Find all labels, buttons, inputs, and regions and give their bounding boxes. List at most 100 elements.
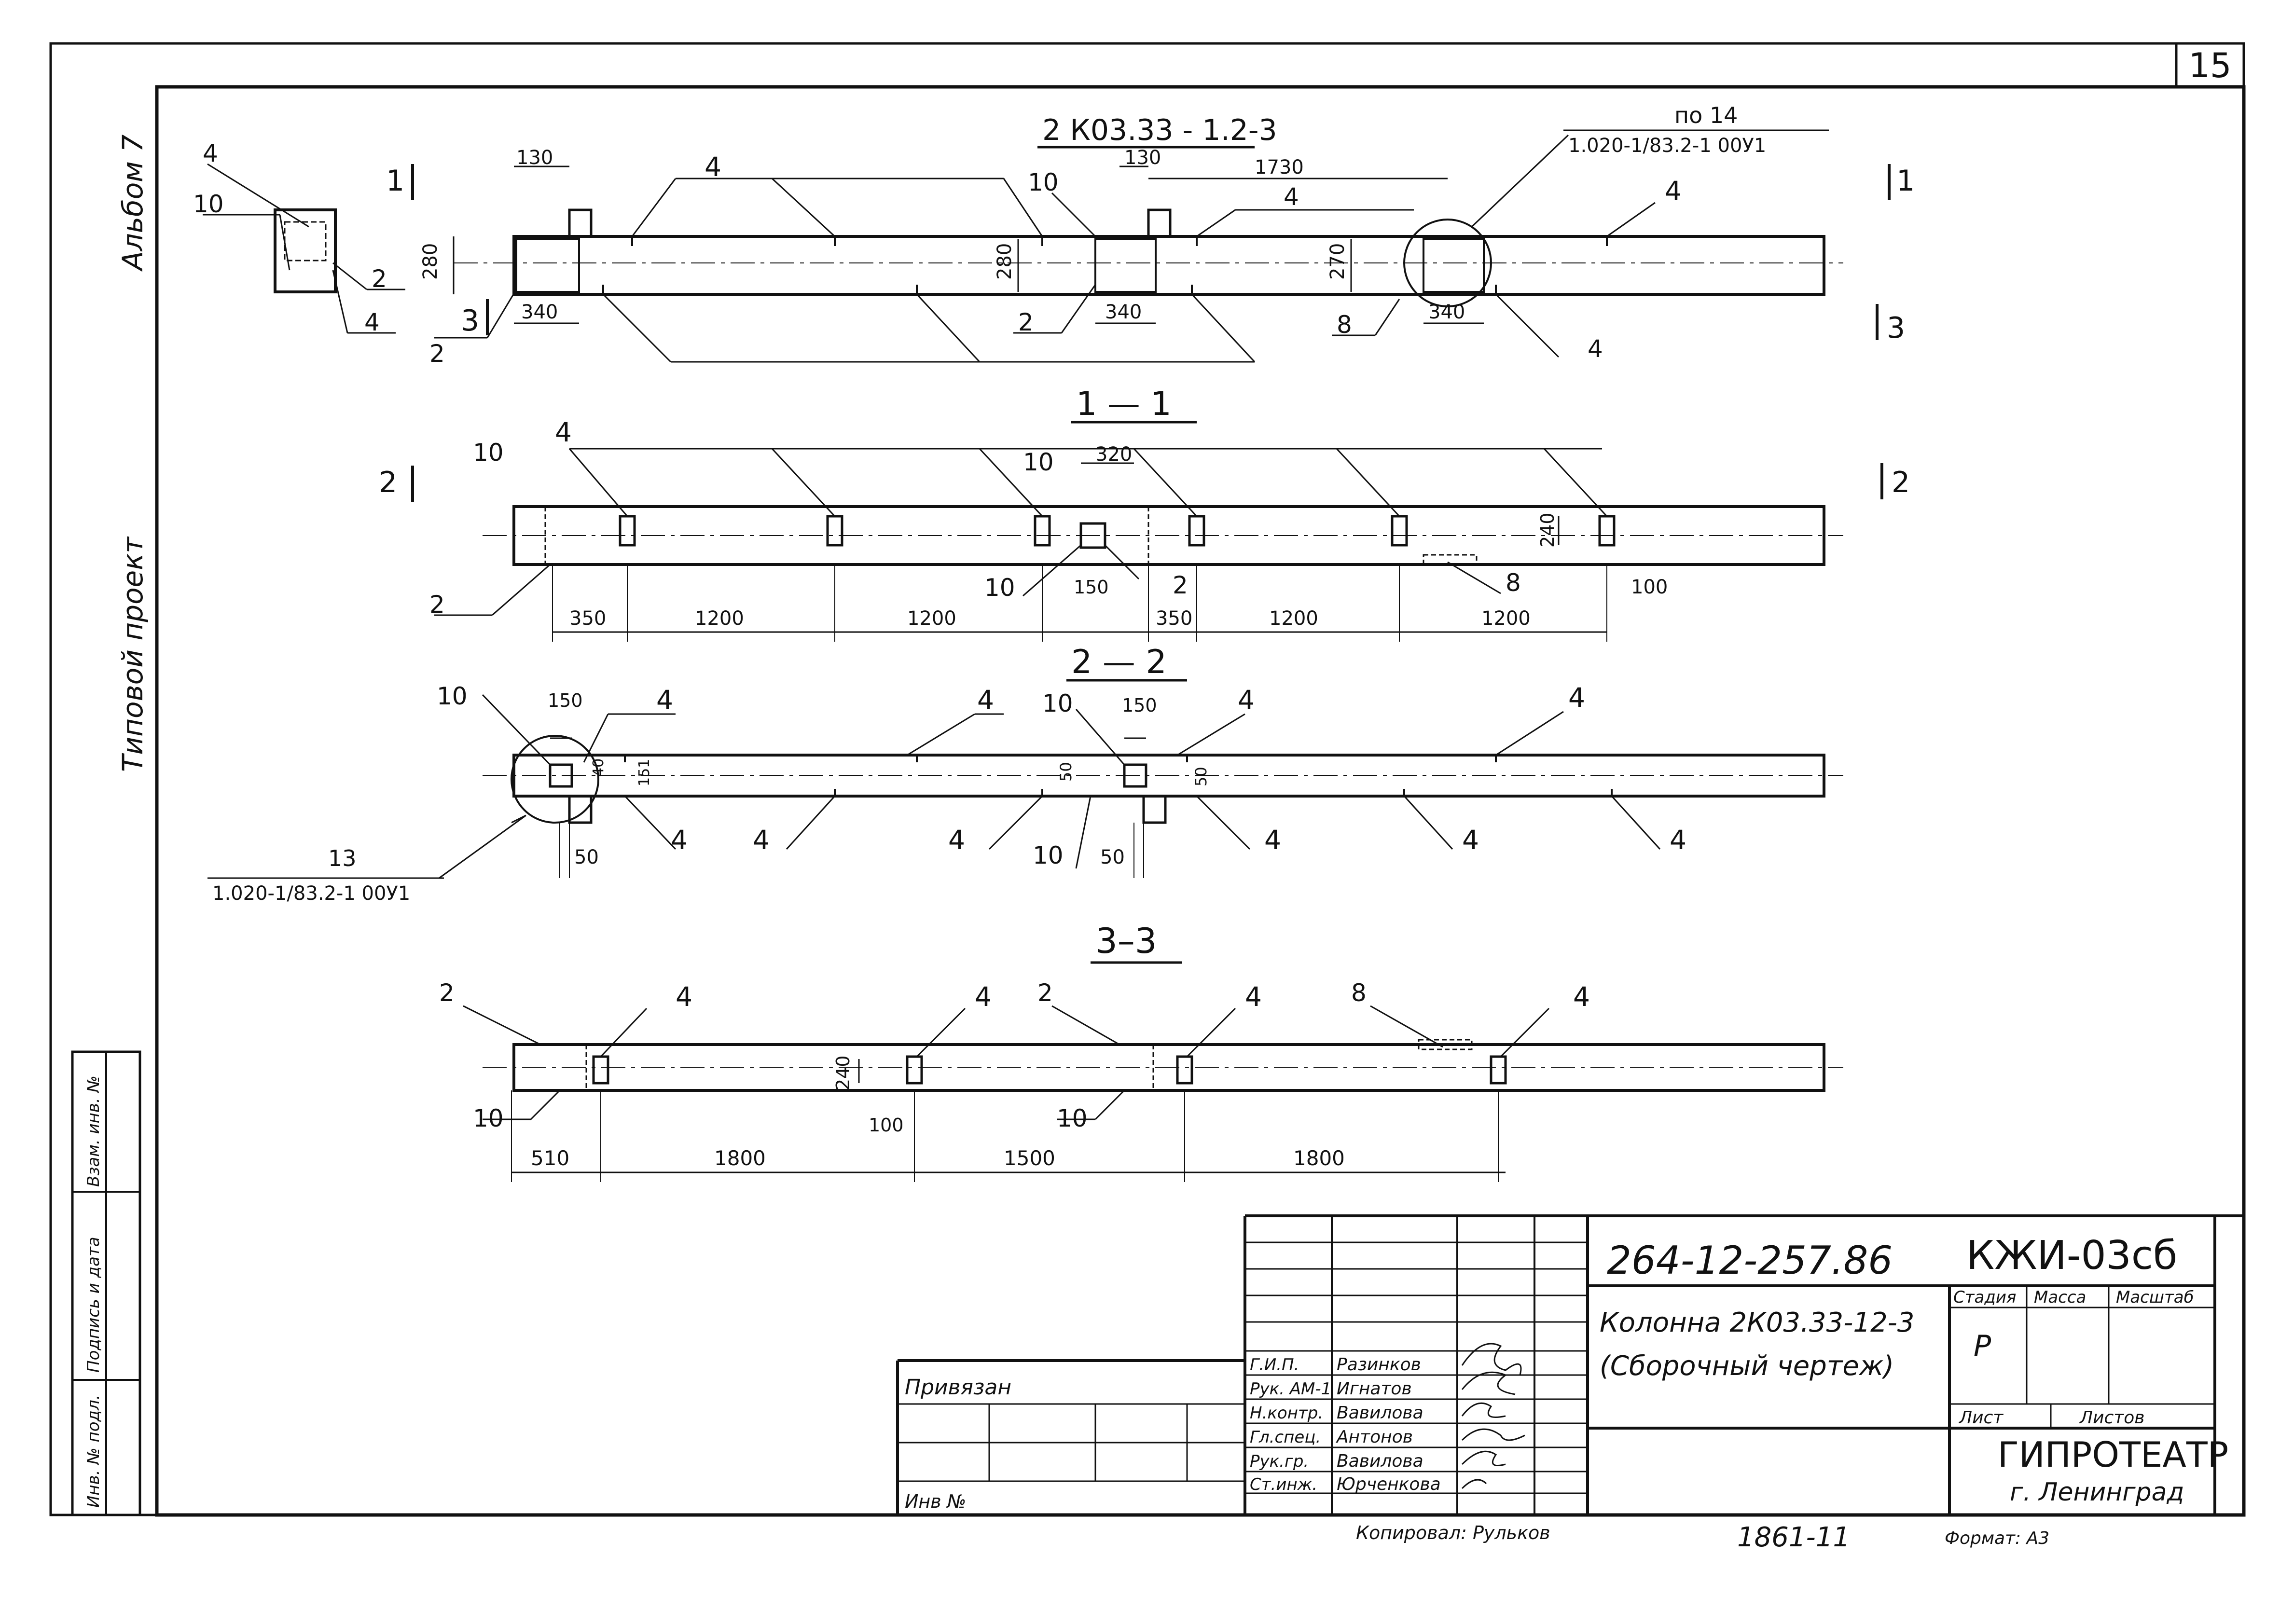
label-4: 4 — [1665, 176, 1682, 206]
dim-340: 340 — [521, 301, 558, 323]
label-4: 4 — [1284, 183, 1299, 211]
dim-130: 130 — [1124, 147, 1161, 169]
dim-1500: 1500 — [1004, 1146, 1055, 1170]
dim-150: 150 — [1122, 695, 1157, 716]
label-2: 2 — [429, 340, 445, 368]
ref-left-doc: 1.020-1/83.2-1 00У1 — [212, 882, 410, 905]
section-mark-1: 1 — [1896, 164, 1915, 198]
sheet-number: 15 — [2188, 46, 2231, 85]
section-33-title: 3–3 — [1095, 921, 1157, 961]
sheets-label: Листов — [2079, 1408, 2144, 1428]
label-4: 4 — [977, 685, 994, 716]
role-0: Г.И.П. — [1250, 1355, 1299, 1375]
dim-150: 150 — [548, 690, 583, 711]
label-4: 4 — [1245, 981, 1262, 1012]
label-10: 10 — [1042, 689, 1073, 717]
dim-50: 50 — [574, 846, 599, 868]
label-2: 2 — [429, 591, 445, 619]
label-4: 4 — [364, 308, 380, 336]
label-8: 8 — [1506, 569, 1521, 597]
section-22-title: 2 — 2 — [1071, 643, 1167, 681]
label-4: 4 — [705, 151, 721, 182]
dim-1800: 1800 — [1293, 1146, 1345, 1170]
section-mark-2: 2 — [379, 466, 397, 499]
dim-151: 151 — [636, 759, 653, 786]
dim-50: 50 — [1057, 762, 1075, 782]
label-2: 2 — [1173, 571, 1188, 599]
dim-1200: 1200 — [907, 607, 956, 630]
album-label: Альбом 7 — [116, 135, 149, 272]
dim-510: 510 — [531, 1146, 569, 1170]
column-elevation — [434, 134, 1843, 363]
label-10: 10 — [1023, 448, 1054, 476]
dim-1200: 1200 — [1481, 607, 1531, 630]
dim-50: 50 — [1100, 846, 1125, 868]
label-4: 4 — [1568, 682, 1585, 713]
stamp-inv-label: Инв. № подл. — [84, 1394, 103, 1508]
role-3: Гл.спец. — [1250, 1428, 1321, 1447]
label-8: 8 — [1351, 979, 1367, 1007]
inv-label: Инв № — [905, 1491, 966, 1512]
order-number: 1861-11 — [1737, 1522, 1850, 1553]
section-mark-3: 3 — [461, 304, 479, 338]
label-4: 4 — [1670, 825, 1686, 855]
section-mark-1: 1 — [386, 164, 404, 198]
stage-header: Стадия — [1953, 1288, 2016, 1307]
dim-350: 350 — [1156, 607, 1192, 630]
label-2: 2 — [1018, 308, 1034, 336]
name-3: Антонов — [1336, 1427, 1413, 1447]
section-mark-3: 3 — [1887, 311, 1905, 345]
dim-340: 340 — [1105, 301, 1142, 323]
dim-240: 240 — [832, 1055, 854, 1090]
label-10: 10 — [473, 439, 504, 467]
label-4: 4 — [1573, 981, 1590, 1012]
label-4: 4 — [753, 825, 770, 855]
label-10: 10 — [1057, 1104, 1088, 1132]
dim-320: 320 — [1095, 443, 1132, 466]
label-10: 10 — [437, 682, 468, 710]
stamp-sign-label: Подпись и дата — [84, 1237, 103, 1373]
label-2: 2 — [1037, 979, 1053, 1007]
title-block — [896, 1214, 2244, 1515]
name-0: Разинков — [1337, 1355, 1421, 1375]
label-10: 10 — [1028, 168, 1059, 196]
ref-top: по 14 — [1674, 102, 1738, 128]
dim-50: 50 — [1192, 767, 1210, 786]
label-2: 2 — [439, 979, 455, 1007]
stage-value: Р — [1974, 1329, 1991, 1363]
doc-code: 264-12-257.86 — [1607, 1238, 1893, 1283]
role-5: Ст.инж. — [1250, 1475, 1317, 1494]
name-5: Юрченкова — [1337, 1474, 1441, 1494]
dim-340: 340 — [1428, 301, 1465, 323]
attached-label: Привязан — [905, 1375, 1011, 1400]
section-11-view — [434, 448, 1843, 642]
dim-1200: 1200 — [695, 607, 744, 630]
label-4: 4 — [1264, 825, 1281, 855]
copied-by: Копировал: Рульков — [1356, 1522, 1550, 1543]
left-stamp-strip: Инв. № подл. Подпись и дата Взам. инв. № — [71, 1050, 141, 1516]
dim-280: 280 — [994, 243, 1016, 280]
label-4: 4 — [1238, 685, 1255, 716]
project-label: Типовой проект — [116, 536, 149, 772]
org-city: г. Ленинград — [2010, 1478, 2184, 1507]
name-line2: (Сборочный чертеж) — [1600, 1350, 1894, 1382]
small-section-view: 4 10 2 4 — [193, 139, 405, 336]
ref-top-doc: 1.020-1/83.2-1 00У1 — [1568, 135, 1766, 157]
name-1: Игнатов — [1337, 1379, 1412, 1399]
dim-350: 350 — [569, 607, 606, 630]
name-2: Вавилова — [1337, 1403, 1423, 1423]
signatures — [1461, 1343, 1525, 1489]
label-4: 4 — [948, 825, 965, 855]
doc-mark: КЖИ-03сб — [1966, 1233, 2177, 1279]
label-4: 4 — [203, 139, 218, 167]
role-2: Н.контр. — [1250, 1404, 1323, 1423]
scale-header: Масштаб — [2116, 1288, 2194, 1307]
inner-frame — [155, 85, 2246, 1517]
label-4: 4 — [1462, 825, 1479, 855]
section-22-view — [439, 694, 1843, 879]
section-11-title: 1 — 1 — [1076, 385, 1172, 423]
label-4: 4 — [555, 417, 572, 448]
org-name: ГИПРОТЕАТР — [1998, 1434, 2228, 1475]
dim-1800: 1800 — [714, 1146, 766, 1170]
